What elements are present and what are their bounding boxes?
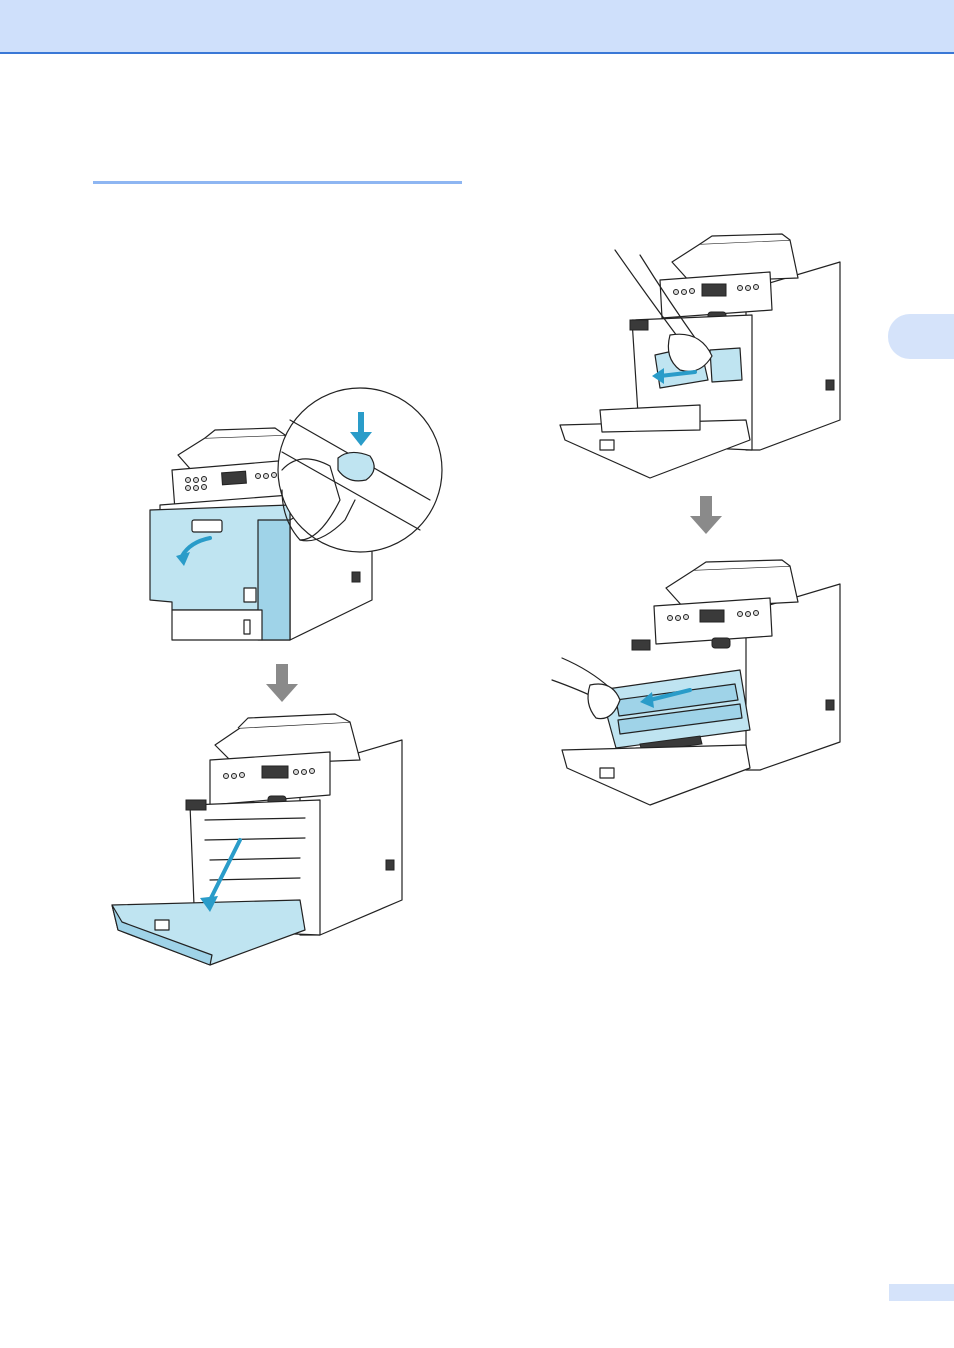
figure-open-front-cover xyxy=(112,714,402,965)
figure-drum-lever xyxy=(560,234,840,478)
down-arrow-left xyxy=(266,664,298,702)
figure-pull-drum-unit xyxy=(552,560,840,805)
figure-press-cover-release xyxy=(150,388,442,640)
down-arrow-right xyxy=(690,496,722,534)
